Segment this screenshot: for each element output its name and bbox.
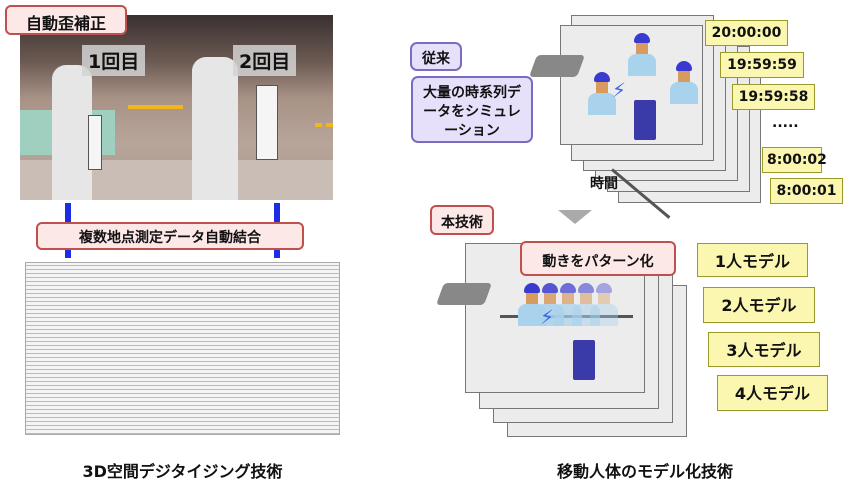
merge-label: 複数地点測定データ自動結合 — [36, 222, 304, 250]
router-icon — [634, 100, 656, 140]
worker-icon — [518, 283, 546, 326]
model-label-1: 1人モデル — [697, 243, 808, 277]
time-label: 時間 — [590, 176, 618, 192]
timestamp-label: 19:59:58 — [732, 84, 815, 110]
lightning-icon: ⚡ — [540, 305, 555, 329]
timestamp-label: 8:00:01 — [770, 178, 843, 204]
worker-icon — [670, 61, 698, 104]
proposed-tag: 本技術 — [430, 205, 494, 235]
access-point-icon — [528, 55, 586, 77]
pattern-label: 動きをパターン化 — [520, 241, 676, 276]
3d-point-cloud-mesh — [25, 262, 340, 435]
scan-site-photo — [20, 15, 333, 200]
down-arrow-icon — [558, 210, 592, 224]
left-caption: 3D空間デジタイジング技術 — [82, 462, 283, 481]
worker-icon — [628, 33, 656, 76]
worker-icon — [588, 72, 616, 115]
router-icon — [573, 340, 595, 380]
model-label-2: 2人モデル — [703, 287, 815, 323]
timestamp-ellipsis: ..... — [772, 115, 799, 131]
surveyor-2 — [192, 57, 238, 200]
distortion-correction-label: 自動歪補正 — [5, 5, 127, 35]
round-1-label: 1回目 — [82, 45, 146, 76]
timestamp-label: 8:00:02 — [762, 147, 827, 173]
lightning-icon: ⚡ — [612, 78, 627, 102]
model-label-4: 4人モデル — [717, 375, 828, 411]
model-label-3: 3人モデル — [708, 332, 820, 367]
surveyor-1 — [52, 65, 92, 200]
conventional-tag: 従来 — [410, 42, 462, 71]
timestamp-label: 19:59:59 — [720, 52, 804, 78]
timestamp-label: 20:00:00 — [705, 20, 788, 46]
round-2-label: 2回目 — [233, 45, 297, 76]
access-point-icon — [435, 283, 493, 305]
move-arrow-dashed — [315, 123, 333, 127]
move-arrow — [128, 105, 183, 109]
right-caption: 移動人体のモデル化技術 — [556, 462, 733, 481]
scanner-1 — [88, 115, 102, 170]
scanner-2 — [256, 85, 278, 160]
conventional-description: 大量の時系列データをシミュレーション — [411, 76, 533, 143]
